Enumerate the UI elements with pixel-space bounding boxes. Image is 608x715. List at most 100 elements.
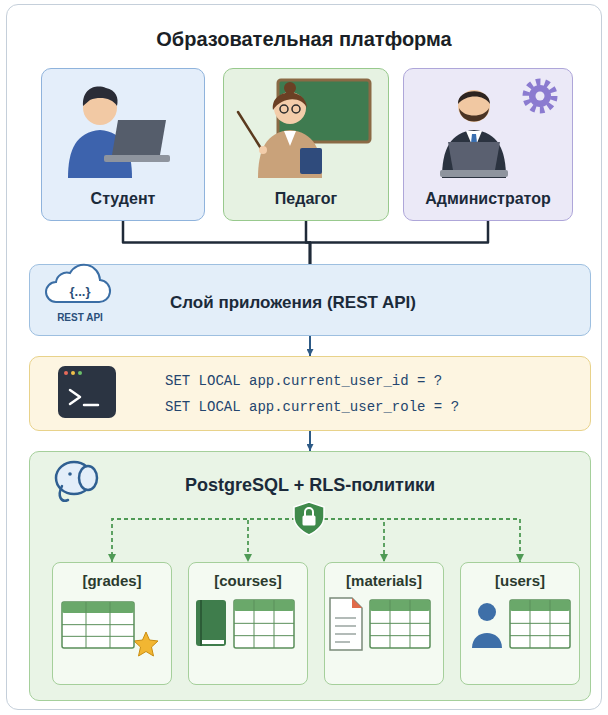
table-box: [materials] — [324, 562, 444, 685]
label-text: Слой приложения (REST API) — [130, 292, 416, 313]
role-box: Педагог — [223, 68, 389, 221]
grid-line — [62, 624, 134, 625]
prompt-chevron — [70, 390, 80, 404]
document-line — [335, 625, 356, 627]
prompt-cursor — [84, 404, 98, 407]
lock-body — [303, 516, 316, 526]
shield — [294, 502, 324, 535]
laptop-screen — [448, 142, 500, 170]
grid-line — [410, 600, 411, 648]
grid-line — [550, 600, 551, 648]
cloud-icon — [46, 265, 110, 302]
hair-bun — [284, 82, 296, 94]
terminal-icon — [58, 366, 116, 418]
platform-frame: СтудентПедагогАдминистратор{...}REST API… — [6, 4, 602, 710]
label-text: SET LOCAL app.current_user_id = ? — [165, 373, 442, 391]
terminal-dot — [64, 371, 68, 375]
label-text: SET LOCAL app.current_user_role = ? — [165, 399, 459, 417]
book-icon — [196, 600, 226, 646]
label-text: PostgreSQL + RLS-политики — [185, 474, 435, 497]
document-sheet — [330, 598, 362, 650]
label-text: [courses] — [214, 572, 282, 591]
hair — [273, 92, 307, 110]
flow-connector — [309, 336, 311, 356]
grid-line — [234, 623, 294, 624]
head — [458, 90, 490, 122]
postgres-elephant — [56, 462, 97, 501]
terminal-dot — [71, 371, 75, 375]
teacher-figure — [238, 80, 370, 178]
grid-line — [530, 600, 531, 648]
policy-arrow — [112, 519, 310, 562]
label-text: Студент — [91, 189, 156, 209]
table-grid — [370, 600, 430, 648]
user-head — [478, 603, 496, 621]
gear-hole — [536, 92, 545, 101]
table-grid — [62, 602, 134, 648]
laptop-base — [104, 155, 170, 162]
star-icon — [134, 632, 158, 656]
role-box: Студент — [41, 68, 205, 221]
grid-line — [370, 635, 430, 636]
glasses — [292, 105, 300, 113]
document-line — [335, 633, 356, 635]
flow-connector — [306, 221, 310, 264]
label-text: Педагог — [275, 189, 337, 209]
table-grid — [510, 600, 570, 648]
table-header — [510, 600, 570, 611]
grid-line — [254, 600, 255, 648]
policy-arrow — [310, 519, 384, 562]
database-box: [grades] [courses] [materials] [users] Postg… — [29, 451, 591, 701]
user-body — [472, 633, 502, 648]
flow-connector — [123, 221, 310, 264]
grid-line — [110, 602, 111, 648]
hair — [458, 91, 490, 104]
api-layer-box: {...}REST APIСлой приложения (REST API) — [29, 264, 591, 336]
book-cover — [196, 600, 226, 646]
lock-shackle — [305, 508, 313, 516]
jacket — [258, 130, 322, 178]
role-box: Администратор — [403, 68, 573, 221]
terminal-dot — [78, 371, 82, 375]
policy-arrow — [310, 519, 520, 562]
label-text: Образовательная платформа — [156, 27, 451, 52]
document-fold — [352, 598, 362, 608]
table-grid — [234, 600, 294, 648]
policy-arrow — [248, 519, 310, 562]
flow-connector — [309, 431, 311, 451]
shirt — [284, 131, 296, 146]
document-line — [335, 617, 356, 619]
glasses — [280, 105, 288, 113]
hand — [259, 146, 267, 154]
grid-line — [390, 600, 391, 648]
laptop-screen — [112, 120, 166, 155]
label-text: [grades] — [82, 572, 141, 591]
label-text: [materials] — [346, 572, 422, 591]
pointer — [238, 112, 262, 150]
elephant-head — [56, 462, 92, 494]
grid-line — [370, 623, 430, 624]
admin-figure — [440, 82, 554, 178]
table-box: [grades] — [52, 562, 172, 685]
hair — [83, 87, 118, 106]
label-text: Администратор — [425, 189, 550, 209]
grid-line — [86, 602, 87, 648]
elephant-ear — [79, 466, 97, 490]
table-box: [courses] — [188, 562, 308, 685]
flow-connector — [310, 221, 488, 264]
shirt — [466, 131, 482, 150]
grid-line — [234, 635, 294, 636]
session-code-box: SET LOCAL app.current_user_id = ? SET LOC… — [29, 356, 591, 431]
grid-line — [62, 636, 134, 637]
head — [274, 92, 306, 124]
table-box: [users] — [460, 562, 580, 685]
label-text: REST API — [57, 312, 103, 325]
table-icons — [62, 600, 570, 648]
user-icon — [472, 603, 502, 648]
suit — [442, 130, 506, 178]
book-spine — [200, 600, 202, 646]
table-header — [62, 602, 134, 613]
book-pages — [202, 640, 224, 644]
